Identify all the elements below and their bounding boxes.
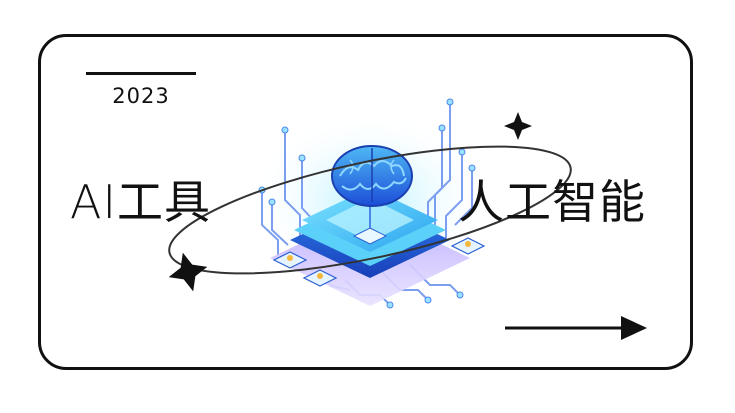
ai-chip-illustration (168, 98, 572, 309)
title-ai-tools: AI工具 (70, 175, 212, 229)
right-arrow-icon (505, 316, 647, 340)
year-label: 2023 (112, 84, 170, 108)
brain-icon (331, 145, 413, 207)
four-point-star-icon (168, 252, 208, 292)
circuit-nodes (258, 98, 476, 309)
chip-icon (290, 188, 450, 278)
side-chips (272, 237, 486, 287)
four-point-star-icon (504, 112, 532, 140)
orbit-ring (168, 145, 572, 275)
year-divider (86, 72, 196, 75)
title-artificial-intelligence: 人工智能 (458, 175, 646, 229)
